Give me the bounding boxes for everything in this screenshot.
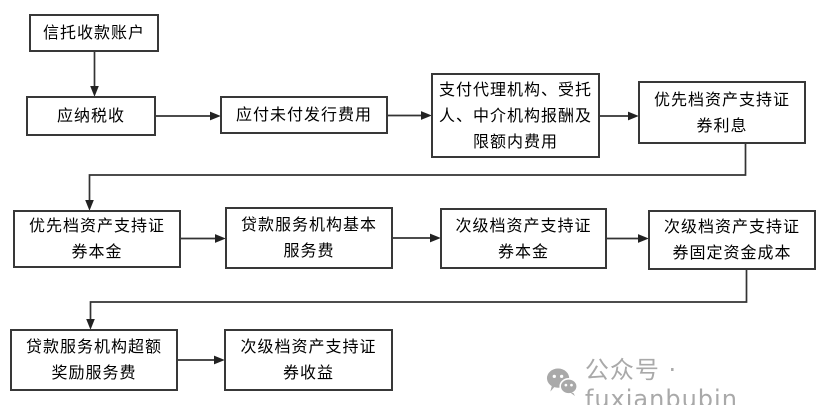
wechat-icon <box>546 367 577 396</box>
flow-node-senior-tranche-principal: 优先档资产支持证 券本金 <box>13 210 181 268</box>
flow-node-servicer-base-fee: 贷款服务机构基本 服务费 <box>225 207 393 269</box>
watermark: 公众号 · fuxianbubin <box>546 350 830 405</box>
flow-node-sub-tranche-income: 次级档资产支持证 券收益 <box>224 329 393 391</box>
flow-node-sub-tranche-fixed-cost: 次级档资产支持证 券固定资金成本 <box>648 210 816 270</box>
flow-node-agency-intermediary-fees: 支付代理机构、受托 人、中介机构报酬及 限额内费用 <box>431 73 600 158</box>
flow-node-trust-collection-account: 信托收款账户 <box>29 14 159 52</box>
flow-node-sub-tranche-principal: 次级档资产支持证 券本金 <box>440 208 607 269</box>
flow-node-servicer-excess-fee: 贷款服务机构超额 奖励服务费 <box>10 329 178 391</box>
flow-node-taxes-payable: 应纳税收 <box>26 96 156 136</box>
watermark-text: 公众号 · fuxianbubin <box>584 356 738 405</box>
flow-node-unpaid-issuance-fees: 应付未付发行费用 <box>220 96 388 134</box>
flow-node-senior-tranche-interest: 优先档资产支持证 券利息 <box>638 81 806 144</box>
